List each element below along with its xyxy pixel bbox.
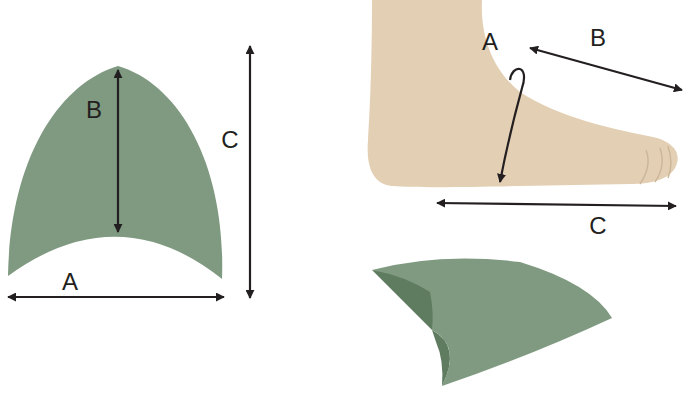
dimension-arrow: [117, 70, 119, 232]
dimension-arrow: [530, 48, 682, 90]
foot: [368, 0, 678, 187]
dimension-label: A: [62, 270, 78, 294]
dimension-arrow: [500, 69, 524, 182]
folded-piece: [372, 258, 612, 386]
dimension-arrow: [437, 203, 676, 206]
dimension-label: A: [482, 30, 498, 54]
dimension-label: C: [589, 214, 606, 238]
dimension-label: B: [86, 98, 102, 122]
pattern-piece: [8, 66, 222, 279]
dimension-label: B: [590, 26, 606, 50]
dimension-arrow: [249, 46, 251, 298]
folded-flap: [432, 330, 450, 386]
toe-line: [640, 146, 671, 184]
dimension-label: C: [221, 128, 238, 152]
folded-flap: [372, 270, 433, 330]
dimension-arrow: [8, 296, 224, 298]
